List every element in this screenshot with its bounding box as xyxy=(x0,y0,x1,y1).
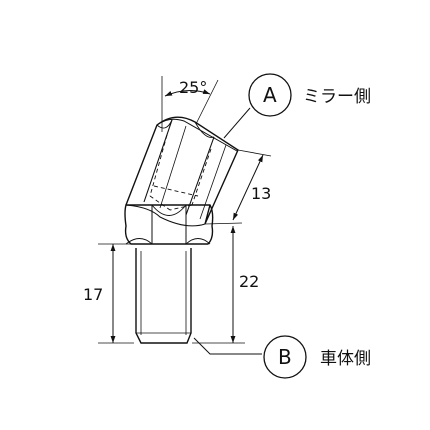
callout-a-label: ミラー側 xyxy=(303,87,371,107)
tilted-hex-body xyxy=(125,116,239,227)
callout-b-letter: B xyxy=(278,345,292,369)
tilted-length-value: 13 xyxy=(251,184,271,203)
callout-a-circle xyxy=(248,73,292,117)
callout-b-leader xyxy=(193,337,262,355)
hidden-bore xyxy=(149,134,212,211)
angle-value: 25° xyxy=(179,78,207,97)
thread-length-value: 17 xyxy=(83,285,103,304)
thread-length-dimension xyxy=(98,243,134,344)
tilted-length-dimension xyxy=(204,149,272,225)
overall-height-dimension xyxy=(192,226,245,344)
callout-b-label: 車体側 xyxy=(320,349,371,369)
callout-a-letter: A xyxy=(263,83,277,107)
angle-dimension xyxy=(161,76,219,132)
hex-nut xyxy=(124,204,214,245)
overall-height-value: 22 xyxy=(239,272,259,291)
threaded-shank xyxy=(135,248,192,344)
callout-b-circle xyxy=(263,335,307,379)
callout-a-leader xyxy=(223,107,251,139)
